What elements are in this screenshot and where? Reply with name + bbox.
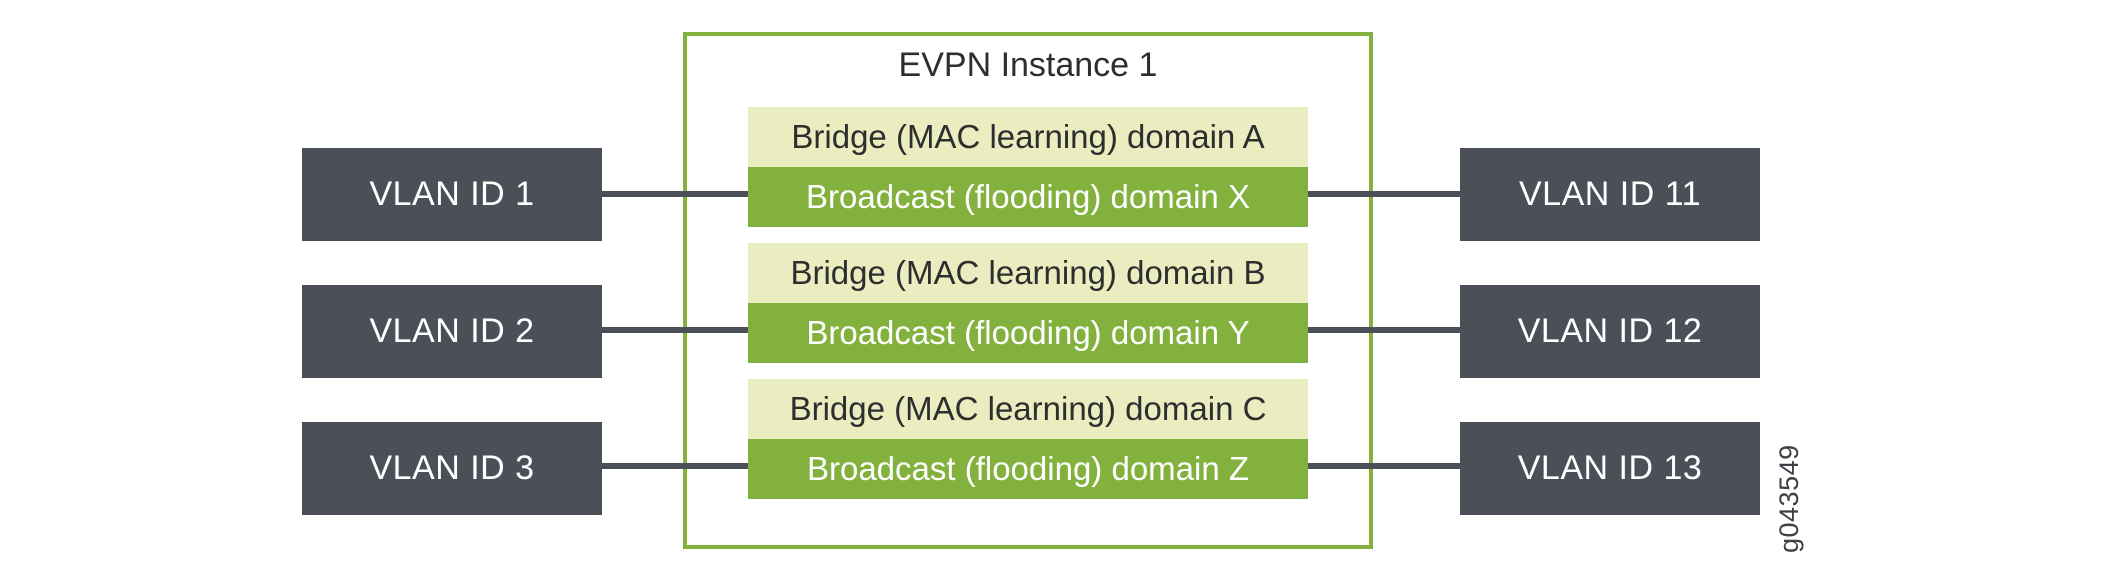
connector-line-left-3 <box>600 463 748 469</box>
domain-row-c: Bridge (MAC learning) domain C Broadcast… <box>748 379 1308 499</box>
broadcast-domain-box-x: Broadcast (flooding) domain X <box>748 167 1308 227</box>
vlan-label: VLAN ID 13 <box>1517 449 1703 487</box>
connector-line-right-2 <box>1308 327 1460 333</box>
vlan-label: VLAN ID 1 <box>369 175 535 213</box>
vlan-box-left-3: VLAN ID 3 <box>302 422 602 515</box>
vlan-label: VLAN ID 12 <box>1517 312 1703 350</box>
evpn-instance-box: EVPN Instance 1 <box>683 32 1373 549</box>
vlan-label: VLAN ID 3 <box>369 449 535 487</box>
connector-line-right-3 <box>1308 463 1460 469</box>
domain-row-a: Bridge (MAC learning) domain A Broadcast… <box>748 107 1308 227</box>
domain-row-b: Bridge (MAC learning) domain B Broadcast… <box>748 243 1308 363</box>
connector-line-left-2 <box>600 327 748 333</box>
vlan-box-right-11: VLAN ID 11 <box>1460 148 1760 241</box>
bridge-domain-box-c: Bridge (MAC learning) domain C <box>748 379 1308 439</box>
vlan-box-left-1: VLAN ID 1 <box>302 148 602 241</box>
evpn-instance-title: EVPN Instance 1 <box>898 46 1158 84</box>
broadcast-domain-box-z: Broadcast (flooding) domain Z <box>748 439 1308 499</box>
broadcast-domain-box-y: Broadcast (flooding) domain Y <box>748 303 1308 363</box>
figure-id-label: g043549 <box>1774 444 1804 553</box>
vlan-box-right-12: VLAN ID 12 <box>1460 285 1760 378</box>
connector-line-left-1 <box>600 191 748 197</box>
vlan-label: VLAN ID 2 <box>369 312 535 350</box>
vlan-box-right-13: VLAN ID 13 <box>1460 422 1760 515</box>
connector-line-right-1 <box>1308 191 1460 197</box>
bridge-domain-box-a: Bridge (MAC learning) domain A <box>748 107 1308 167</box>
bridge-domain-box-b: Bridge (MAC learning) domain B <box>748 243 1308 303</box>
vlan-box-left-2: VLAN ID 2 <box>302 285 602 378</box>
vlan-label: VLAN ID 11 <box>1518 175 1701 213</box>
